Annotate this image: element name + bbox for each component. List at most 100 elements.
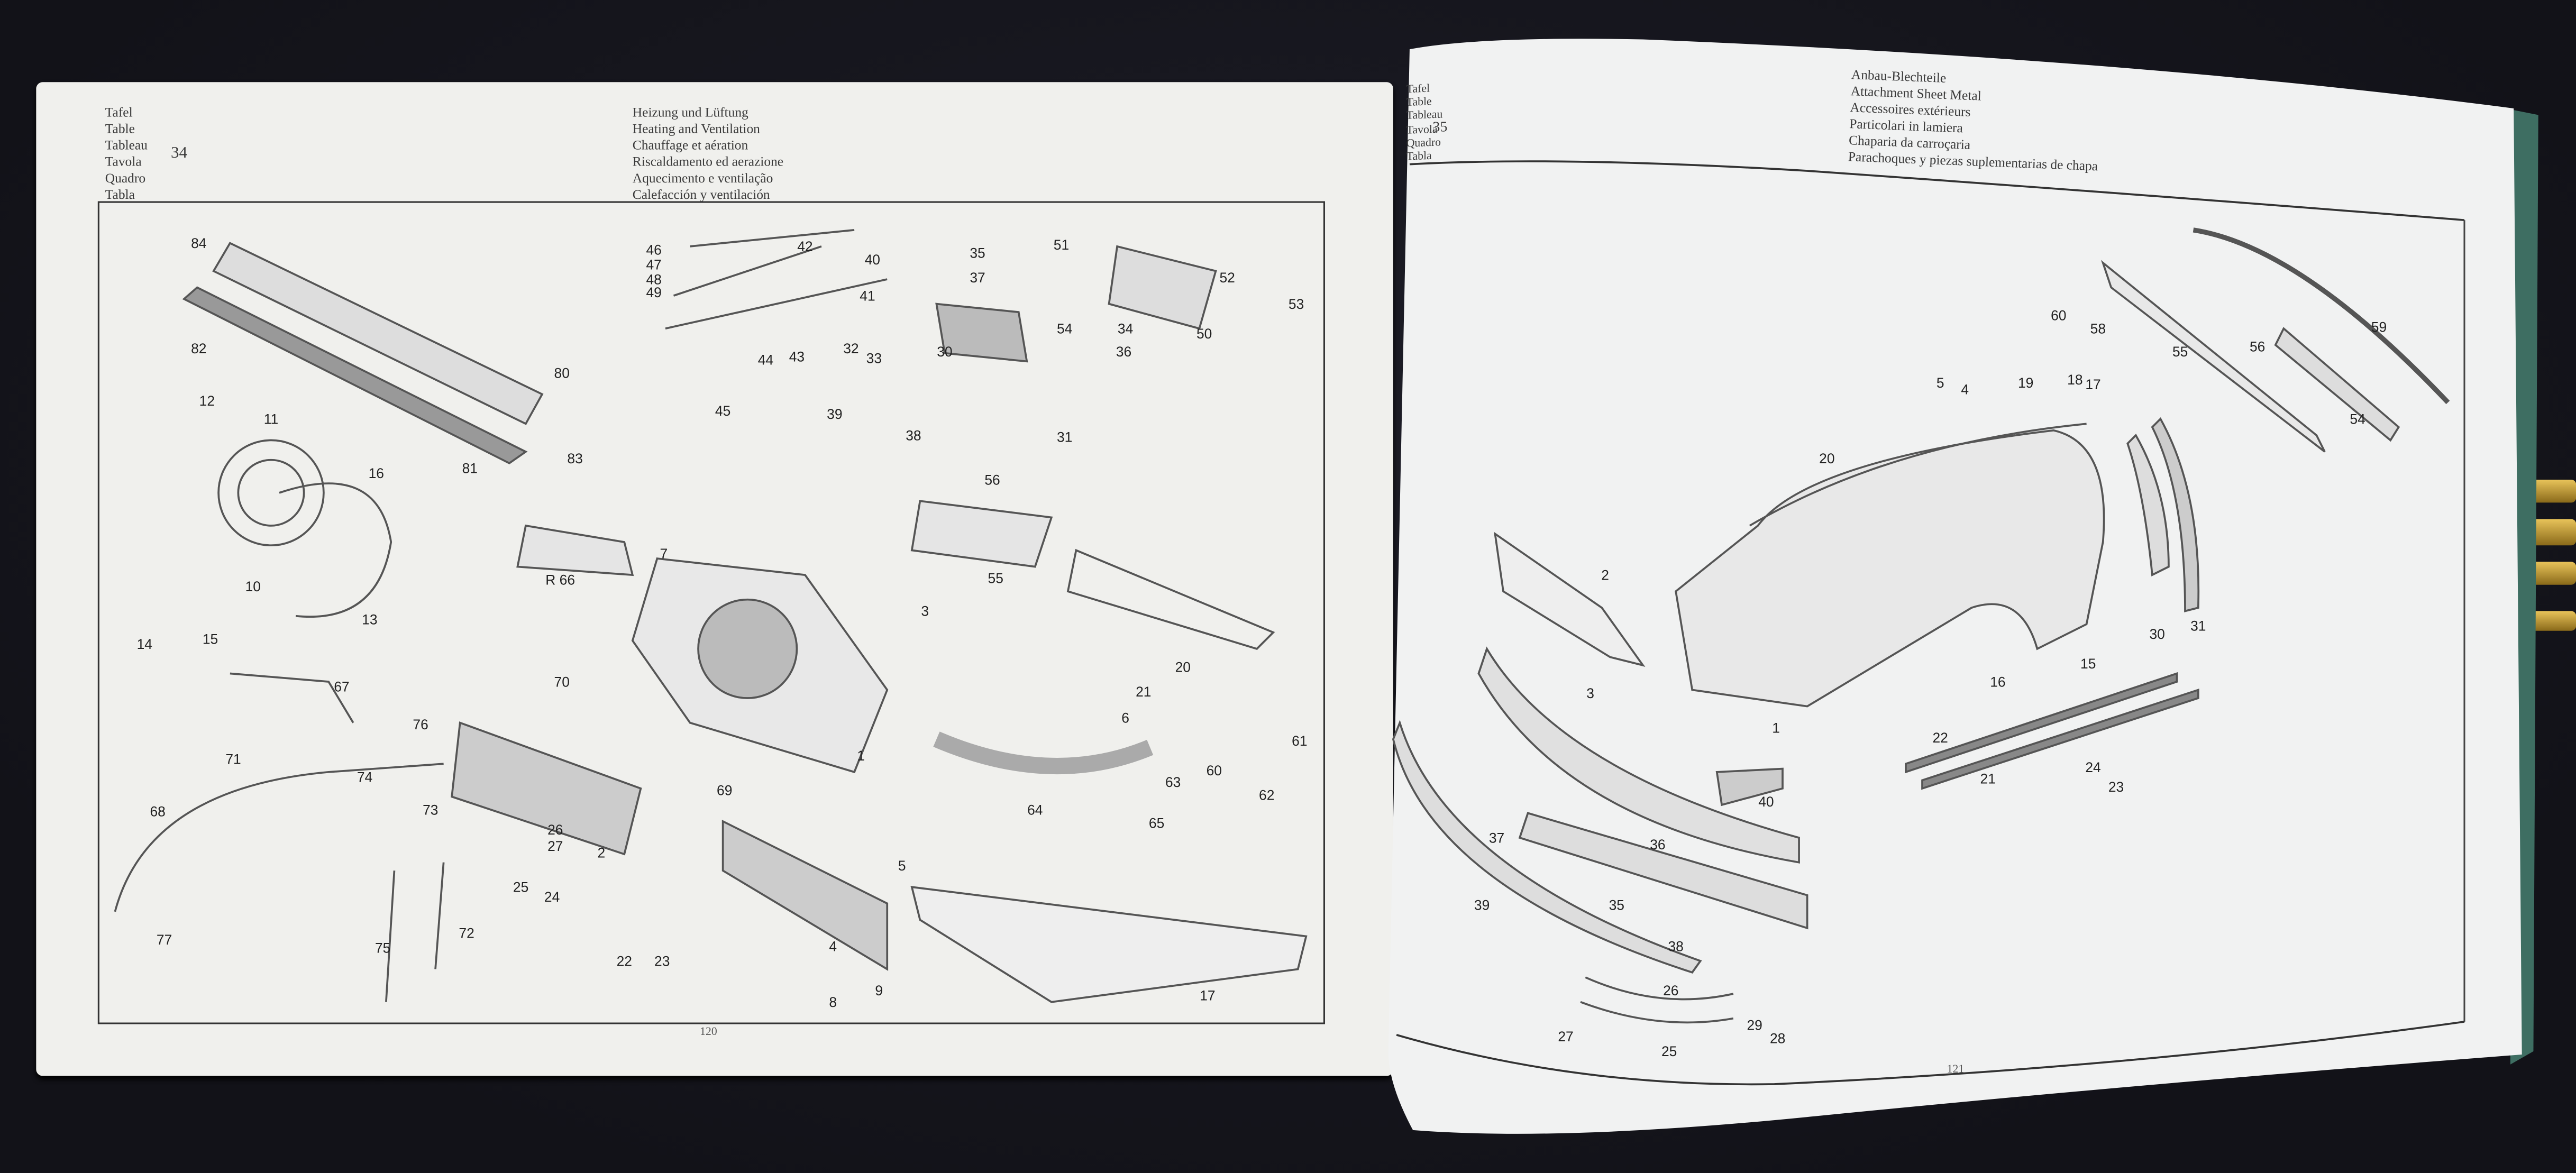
callout-number: 5	[1936, 374, 1944, 391]
callout-number: 47	[646, 256, 662, 273]
callout-number: 25	[513, 878, 529, 895]
section-title: Heizung und Lüftung Heating and Ventilat…	[633, 105, 783, 204]
callout-number: 48	[646, 271, 662, 288]
callout-number: 39	[1474, 896, 1490, 913]
table-label: Tabla	[105, 187, 135, 203]
callout-number: 40	[1758, 793, 1774, 810]
page-number: 121	[1947, 1062, 1965, 1076]
callout-number: 59	[2371, 318, 2387, 335]
callout-number: 46	[646, 241, 662, 258]
callout-number: 54	[1056, 320, 1073, 337]
callout-number: 25	[1661, 1043, 1677, 1060]
callout-number: 61	[1292, 732, 1308, 749]
callout-number: 64	[1027, 801, 1043, 818]
table-label: Tavola	[105, 154, 142, 169]
title-fr: Chauffage et aération	[632, 138, 748, 153]
callout-number: 2	[597, 844, 606, 861]
title-pt: Aquecimento e ventilação	[632, 171, 773, 186]
callout-number: 60	[1206, 762, 1222, 779]
callout-number: 15	[202, 630, 218, 647]
callout-number: 19	[2017, 374, 2034, 391]
callout-number: 35	[970, 244, 985, 261]
callout-number: 36	[1650, 836, 1666, 853]
table-label: Table	[105, 121, 135, 136]
table-label: Tabla	[1406, 149, 1432, 163]
table-number: 35	[1432, 118, 1448, 135]
callout-number: 10	[245, 578, 261, 595]
callout-number: 23	[2108, 778, 2124, 795]
callout-number: 55	[2172, 343, 2188, 360]
callout-number: 49	[646, 284, 662, 301]
callout-number: 12	[199, 392, 215, 409]
callout-number: 26	[547, 821, 563, 838]
callout-number: 1	[1772, 719, 1780, 736]
callout-number: 3	[921, 602, 929, 619]
callout-number: 9	[875, 982, 883, 999]
callout-number: 63	[1165, 773, 1181, 790]
callout-number: 68	[150, 803, 166, 820]
callout-number: 4	[1961, 381, 1969, 398]
table-number: 34	[171, 144, 188, 163]
callout-number: 81	[462, 460, 478, 476]
callout-number: 35	[1609, 896, 1625, 913]
callout-number: 44	[757, 351, 774, 368]
callout-number: 22	[616, 952, 632, 969]
callout-number: 8	[829, 994, 837, 1011]
callout-number: 37	[970, 269, 985, 286]
callout-number: 73	[423, 801, 439, 818]
title-es: Calefacción y ventilación	[632, 187, 770, 203]
callout-number: 70	[554, 673, 570, 690]
callout-number: 18	[2067, 371, 2083, 388]
callout-number: 27	[547, 838, 563, 855]
callout-number: 16	[1990, 673, 2006, 690]
callout-number: 38	[906, 427, 921, 444]
callout-number: 52	[1219, 269, 1235, 286]
callout-number: 51	[1053, 236, 1070, 253]
callout-number: 16	[368, 464, 384, 482]
callout-number: 56	[2249, 338, 2266, 355]
callout-number: 11	[263, 410, 279, 427]
callout-number: 20	[1175, 658, 1191, 675]
callout-number: 62	[1259, 786, 1275, 803]
callout-number: 83	[567, 450, 583, 467]
callout-number: 80	[554, 364, 570, 381]
callout-number: 29	[1747, 1016, 1762, 1033]
callout-number: R 66	[545, 571, 576, 588]
callout-number: 58	[2090, 320, 2106, 337]
title-de: Heizung und Lüftung	[632, 105, 748, 120]
callout-number: 27	[1558, 1028, 1574, 1045]
callout-number: 24	[544, 888, 560, 905]
callout-number: 60	[2051, 307, 2067, 324]
callout-number: 71	[225, 750, 241, 767]
callout-number: 36	[1116, 343, 1132, 360]
callout-number: 75	[374, 939, 391, 956]
callout-number: 14	[136, 636, 153, 653]
callout-number: 38	[1668, 938, 1684, 955]
callout-number: 30	[937, 343, 953, 360]
callout-number: 54	[2350, 410, 2365, 427]
callout-number: 4	[829, 938, 837, 955]
callout-number: 22	[1932, 729, 1948, 746]
callout-number: 3	[1586, 685, 1594, 702]
callout-number: 2	[1601, 566, 1609, 583]
callout-number: 39	[827, 406, 843, 423]
table-label: Table	[1406, 95, 1432, 109]
table-label-column: Tafel Table Tableau Tavola Quadro Tabla	[105, 105, 148, 204]
callout-number: 13	[362, 611, 378, 628]
callout-number: 41	[860, 287, 875, 304]
callout-number: 55	[988, 570, 1003, 586]
callout-number: 77	[156, 931, 172, 948]
title-en: Heating and Ventilation	[632, 121, 760, 136]
callout-number: 69	[717, 782, 733, 799]
callout-number: 1	[857, 747, 865, 764]
table-label: Tableau	[105, 138, 148, 153]
callout-number: 76	[413, 716, 428, 733]
callout-number: 6	[1121, 709, 1129, 726]
callout-number: 50	[1196, 325, 1212, 342]
callout-number: 21	[1136, 683, 1152, 700]
callout-number: 31	[1056, 428, 1073, 445]
callout-number: 31	[2190, 617, 2206, 634]
title-it: Riscaldamento ed aerazione	[632, 154, 784, 169]
